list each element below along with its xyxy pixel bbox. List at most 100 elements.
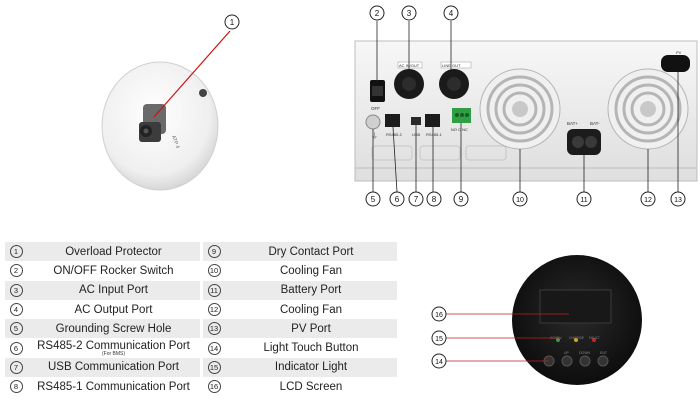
svg-text:4: 4 <box>449 9 454 18</box>
legend-label-text: Battery Port <box>280 284 342 297</box>
legend-label-text: Dry Contact Port <box>268 245 354 258</box>
svg-text:12: 12 <box>644 197 652 204</box>
svg-text:15: 15 <box>435 336 443 343</box>
legend-number: 13 <box>203 319 225 339</box>
legend-number: 3 <box>5 280 27 300</box>
legend-label: Grounding Screw Hole <box>27 319 200 339</box>
rs485-1-label: RS485-1 <box>426 132 443 137</box>
legend-label: Cooling Fan <box>225 261 397 281</box>
legend-number-badge: 8 <box>9 380 23 394</box>
legend-label-text: RS485-2 Communication Port <box>37 339 190 352</box>
rear-panel: OFF AC IN/OUT LINE OUT ⏚ RS485-2 USB RS4… <box>354 40 698 182</box>
legend-number-badge: 9 <box>207 245 221 259</box>
legend-number-badge: 6 <box>9 341 23 355</box>
legend-label-text: Cooling Fan <box>279 264 342 277</box>
legend-label: RS485-1 Communication Port <box>27 377 200 397</box>
legend-label-text: Light Touch Button <box>263 342 359 355</box>
svg-text:ATP 4: ATP 4 <box>170 135 180 150</box>
callout-7: 7 <box>408 191 424 207</box>
svg-text:⏚: ⏚ <box>371 132 378 140</box>
legend-row: 7 USB Communication Port 15 Indicator Light <box>5 357 397 378</box>
callout-11: 11 <box>576 191 592 207</box>
legend-number-badge: 7 <box>9 360 23 374</box>
legend-label-text: AC Input Port <box>78 284 149 297</box>
legend-spacer <box>200 280 203 300</box>
callouts: 1 2 3 4 5 6 7 8 9 10 11 12 13 14 15 16 <box>224 5 686 369</box>
legend-number: 15 <box>203 357 225 378</box>
callout-10: 10 <box>512 191 528 207</box>
legend-label-text: Overload Protector <box>65 245 162 258</box>
legend-number: 2 <box>5 261 27 281</box>
legend-spacer <box>200 357 203 378</box>
legend-number-badge: 5 <box>9 322 23 336</box>
callout-14: 14 <box>431 353 447 369</box>
legend-number: 12 <box>203 299 225 320</box>
legend-label-text: Indicator Light <box>274 361 348 374</box>
legend-label: RS485-2 Communication Port(For BMS) <box>27 338 200 358</box>
legend-label-text: Grounding Screw Hole <box>55 322 172 335</box>
legend-number: 16 <box>203 377 225 397</box>
callout-12: 12 <box>640 191 656 207</box>
legend-spacer <box>200 299 203 320</box>
svg-text:10: 10 <box>516 197 524 204</box>
callout-6: 6 <box>389 191 405 207</box>
legend-number: 8 <box>5 377 27 397</box>
svg-text:2: 2 <box>375 9 380 18</box>
legend-number: 4 <box>5 299 27 320</box>
legend-spacer <box>200 319 203 339</box>
svg-text:5: 5 <box>371 195 376 204</box>
legend-number: 10 <box>203 261 225 281</box>
legend-label: AC Output Port <box>27 299 200 320</box>
legend-number-badge: 15 <box>207 360 221 374</box>
legend-label: USB Communication Port <box>27 357 200 378</box>
legend-number: 9 <box>203 242 225 262</box>
button-label-down: DOWN <box>579 351 591 355</box>
legend-number: 14 <box>203 338 225 358</box>
svg-text:13: 13 <box>674 197 682 204</box>
legend-label-text: Cooling Fan <box>279 303 342 316</box>
callout-2: 2 <box>369 5 385 21</box>
legend-label: ON/OFF Rocker Switch <box>27 261 200 281</box>
legend-row: 4 AC Output Port 12 Cooling Fan <box>5 299 397 320</box>
legend-label: Overload Protector <box>27 242 200 262</box>
legend-spacer <box>200 242 203 262</box>
rs485-2-label: RS485-2 <box>386 132 403 137</box>
legend-label: Battery Port <box>225 280 397 300</box>
legend-number-badge: 3 <box>9 283 23 297</box>
svg-text:9: 9 <box>459 195 464 204</box>
legend-number-badge: 11 <box>207 283 221 297</box>
callout-4: 4 <box>443 5 459 21</box>
button-label-up: UP <box>564 351 570 355</box>
legend-number: 11 <box>203 280 225 300</box>
off-label: OFF <box>371 106 380 111</box>
legend-number: 6 <box>5 338 27 358</box>
callout-15: 15 <box>431 330 447 346</box>
callout-3: 3 <box>401 5 417 21</box>
legend-number-badge: 2 <box>9 264 23 278</box>
svg-text:1: 1 <box>230 18 235 27</box>
front-panel: AC/INV CHARGE FAULT UP DOWN ENT <box>512 255 642 385</box>
svg-text:16: 16 <box>435 312 443 319</box>
svg-text:6: 6 <box>395 195 400 204</box>
legend-label-text: LCD Screen <box>279 380 343 393</box>
legend-label: LCD Screen <box>225 377 397 397</box>
callout-13: 13 <box>670 191 686 207</box>
legend-number-badge: 12 <box>207 303 221 317</box>
legend-spacer <box>200 261 203 281</box>
rear-leader-lines <box>372 21 679 193</box>
legend-label-text: USB Communication Port <box>47 361 180 374</box>
svg-text:3: 3 <box>407 9 412 18</box>
legend-number-badge: 4 <box>9 303 23 317</box>
legend-label: AC Input Port <box>27 280 200 300</box>
dry-contact-label: NO C NC <box>451 127 468 132</box>
callout-8: 8 <box>426 191 442 207</box>
legend-label: Light Touch Button <box>225 338 397 358</box>
bat-minus-label: BAT- <box>590 121 600 126</box>
svg-text:7: 7 <box>414 195 419 204</box>
callout-1: 1 <box>224 14 240 30</box>
callout-5: 5 <box>365 191 381 207</box>
legend-label-text: AC Output Port <box>74 303 153 316</box>
